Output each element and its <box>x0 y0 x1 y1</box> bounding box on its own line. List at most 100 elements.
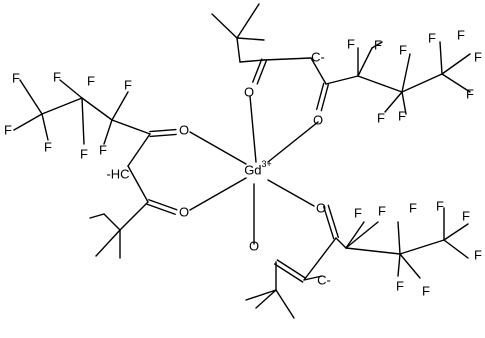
fluorine-atom: F <box>44 140 52 155</box>
svg-text:F: F <box>99 143 107 158</box>
fluorine-atom: F <box>378 204 386 219</box>
coordination-bond <box>267 121 319 163</box>
svg-text:F: F <box>44 140 52 155</box>
double-bond-line <box>320 83 330 112</box>
single-bond <box>263 57 312 61</box>
fluorine-atom: F <box>409 201 417 216</box>
single-bond <box>95 229 121 257</box>
single-bond <box>111 91 129 121</box>
single-bond <box>81 97 85 145</box>
single-bond <box>19 79 43 115</box>
fluorine-atom: F <box>80 147 88 162</box>
single-bond <box>303 275 323 281</box>
coordination-bond <box>189 131 247 165</box>
svg-text:F: F <box>398 109 406 124</box>
double-bond-line <box>315 82 325 111</box>
single-bond <box>441 53 471 75</box>
fluorine-atom: F <box>87 74 95 89</box>
svg-text:O: O <box>313 113 323 128</box>
fluorine-atom: F <box>462 209 470 224</box>
single-bond <box>255 289 277 309</box>
fluorine-atom: F <box>466 87 474 102</box>
oxygen-atom: O <box>313 113 323 128</box>
svg-text:F: F <box>474 50 482 65</box>
svg-text:F: F <box>396 279 404 294</box>
double-bond-line <box>323 206 335 240</box>
single-bond <box>103 213 121 231</box>
single-bond <box>357 75 403 93</box>
fluorine-atom: F <box>436 199 444 214</box>
double-bond-line <box>256 60 267 85</box>
single-bond <box>401 91 407 115</box>
svg-text:F: F <box>12 71 20 86</box>
svg-text:F: F <box>466 87 474 102</box>
single-bond <box>236 37 265 41</box>
fluorine-atom: F <box>53 70 61 85</box>
fluorine-atom: F <box>12 71 20 86</box>
single-bond <box>335 237 347 249</box>
svg-text:F: F <box>124 78 132 93</box>
carbanion-carbon: -HC <box>106 167 129 182</box>
fluorine-atom: F <box>474 50 482 65</box>
single-bond <box>310 57 327 85</box>
single-bond <box>103 119 113 145</box>
svg-text:O: O <box>244 85 254 100</box>
fluorine-atom: F <box>422 284 430 299</box>
svg-text:F: F <box>4 123 12 138</box>
carbanion-carbon: C- <box>317 273 331 288</box>
fluorine-atom: F <box>4 123 12 138</box>
single-bond <box>59 79 83 99</box>
single-bond <box>325 75 359 85</box>
double-bond-line <box>146 203 176 215</box>
svg-text:-HC: -HC <box>106 167 129 182</box>
single-bond <box>443 223 469 241</box>
single-bond <box>345 247 401 255</box>
fluorine-atom: F <box>396 279 404 294</box>
svg-text:O: O <box>316 201 326 216</box>
svg-text:C-: C- <box>317 273 331 288</box>
single-bond <box>303 237 337 281</box>
svg-text:F: F <box>87 74 95 89</box>
single-bond <box>399 253 421 279</box>
svg-text:F: F <box>377 111 385 126</box>
svg-text:F: F <box>462 209 470 224</box>
fluorine-atom: F <box>377 111 385 126</box>
single-bond <box>401 73 443 93</box>
single-bond <box>127 165 149 203</box>
double-bond-line <box>327 204 339 238</box>
svg-text:F: F <box>374 38 382 53</box>
coordination-bond <box>267 179 315 207</box>
single-bond <box>236 3 260 39</box>
single-bond <box>345 221 365 249</box>
fluorine-atom: F <box>347 37 355 52</box>
fluorine-atom: F <box>99 143 107 158</box>
single-bond <box>127 133 151 167</box>
coordination-bond <box>249 95 257 163</box>
svg-text:F: F <box>409 201 417 216</box>
gadolinium-atom: Gd3+ <box>244 159 272 178</box>
single-bond <box>236 37 241 63</box>
fluorine-atom: F <box>124 78 132 93</box>
single-bond <box>211 13 238 39</box>
svg-text:F: F <box>80 147 88 162</box>
double-bond-line <box>149 128 177 133</box>
fluorine-atom: F <box>399 43 407 58</box>
single-bond <box>239 59 265 63</box>
single-bond <box>41 113 49 141</box>
oxygen-atom: O <box>179 123 189 138</box>
svg-text:O: O <box>249 239 259 254</box>
svg-text:F: F <box>53 70 61 85</box>
oxygen-atom: O <box>179 205 189 220</box>
single-bond <box>357 47 373 77</box>
svg-text:Gd3+: Gd3+ <box>244 159 272 178</box>
svg-text:O: O <box>179 205 189 220</box>
double-bond-line <box>148 199 178 211</box>
svg-text:F: F <box>422 284 430 299</box>
svg-text:C-: C- <box>311 50 325 65</box>
single-bond <box>275 289 295 319</box>
coordination-bond <box>189 177 247 211</box>
svg-text:O: O <box>179 123 189 138</box>
single-bond <box>345 221 379 249</box>
fluorine-atom: F <box>428 31 436 46</box>
oxygen-atom: O <box>244 85 254 100</box>
